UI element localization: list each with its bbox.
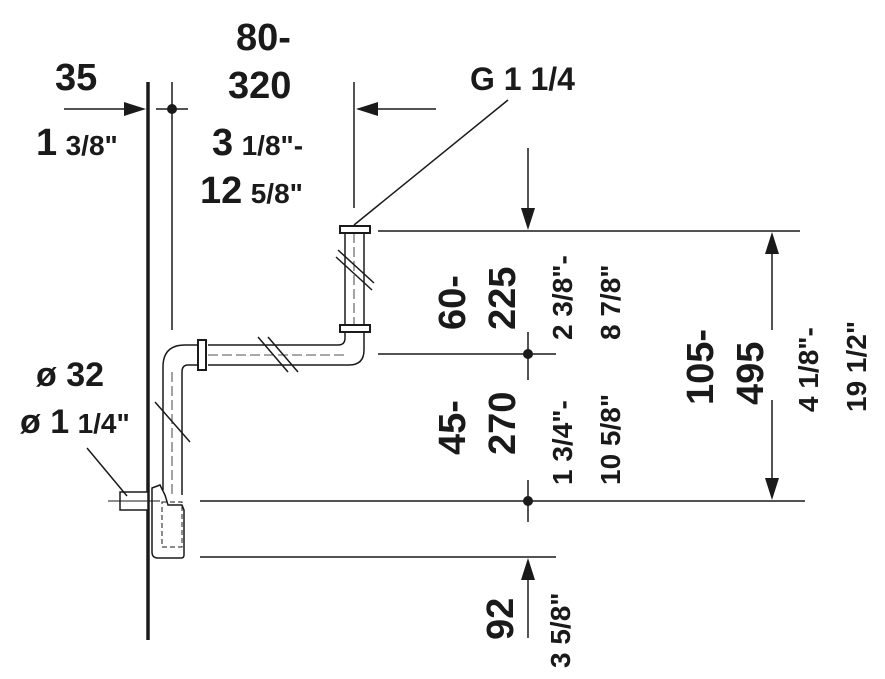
horizontal-arm-pipe [154, 332, 365, 495]
thread-size-label: G 1 1/4 [470, 61, 575, 97]
bottom-depth-inch: 3 5/8" [545, 592, 576, 668]
arrowhead-up [765, 232, 779, 254]
arrowhead-up [521, 558, 535, 580]
reach-inch-line1: 3 1/8"- [212, 122, 303, 164]
total-height-mm-line2: 495 [730, 342, 772, 405]
lower-height-mm-line2: 270 [482, 392, 524, 455]
arrowhead-down [765, 478, 779, 500]
reach-mm-line2: 320 [228, 65, 291, 107]
wall-offset-mm: 35 [55, 57, 97, 99]
trap-body [151, 484, 185, 559]
lower-height-inch-line2: 10 5/8" [595, 394, 626, 485]
diameter-leader-line [86, 447, 128, 497]
outlet-stub [108, 491, 160, 511]
thread-leader-line [353, 99, 509, 226]
outlet-diameter-inch: ø 1 1/4" [20, 403, 130, 441]
upper-height-inch-line2: 8 7/8" [595, 264, 626, 340]
upper-height-inch-line1: 2 3/8"- [547, 255, 578, 340]
lower-height-mm-line1: 45- [432, 400, 474, 455]
total-height-inch-line1: 4 1/8"- [793, 327, 824, 412]
bottom-depth-mm: 92 [480, 598, 522, 640]
reach-mm-line1: 80- [236, 17, 291, 59]
total-height-mm-line1: 105- [680, 329, 722, 405]
mid-point [523, 349, 533, 359]
total-height-inch-line2: 19 1/2" [841, 321, 872, 412]
upper-height-mm-line1: 60- [432, 275, 474, 330]
wall-offset-inch: 1 3/8" [36, 122, 118, 164]
lower-point [523, 496, 533, 506]
reference-point [167, 104, 177, 114]
outlet-diameter-mm: ø 32 [36, 356, 104, 394]
lower-height-inch-line1: 1 3/4"- [547, 400, 578, 485]
upper-height-mm-line2: 225 [482, 267, 524, 330]
inlet-riser-pipe [335, 225, 375, 333]
arrowhead-left [356, 102, 378, 116]
arrowhead-down [521, 208, 535, 230]
reach-inch-line2: 12 5/8" [200, 170, 303, 212]
arrowhead-right [124, 102, 146, 116]
